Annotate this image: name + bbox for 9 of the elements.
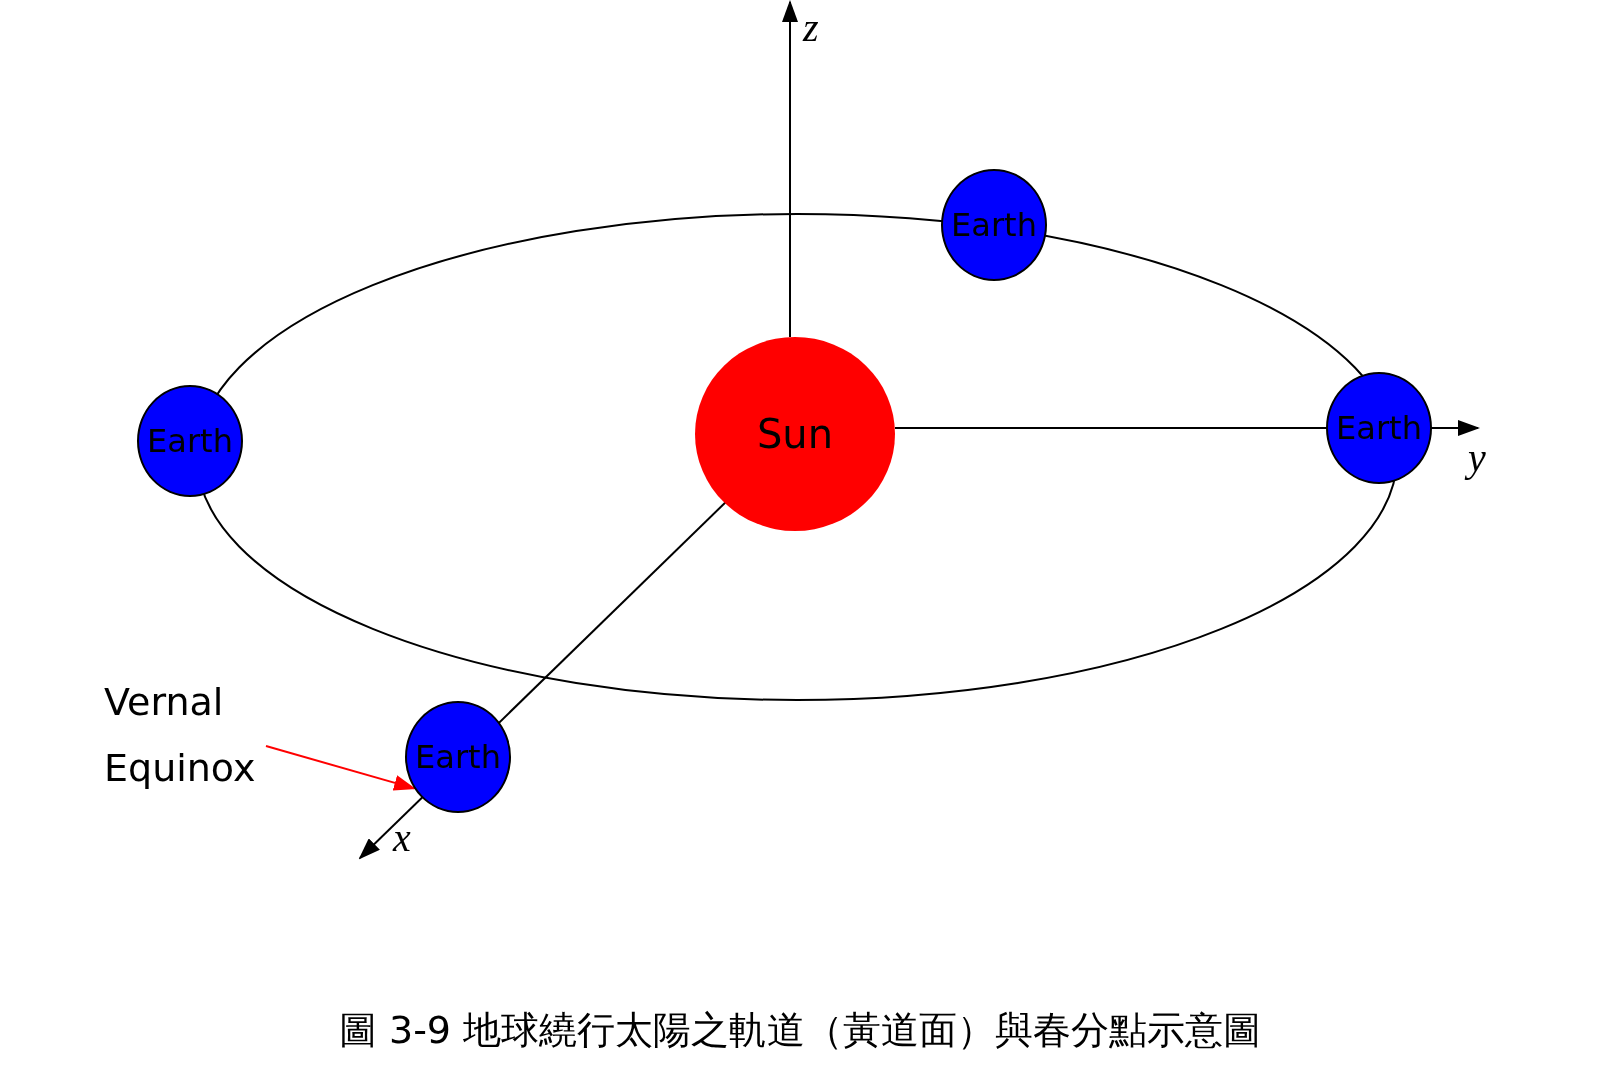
body-label: Earth (147, 422, 233, 460)
axis-label: x (393, 818, 411, 858)
callout-label: Vernal Equinox (104, 678, 257, 792)
figure-caption: 圖 3-9 地球繞行太陽之軌道（黃道面）與春分點示意圖 (338, 1008, 1262, 1052)
body-label: Earth (415, 738, 501, 776)
axis-label: z (803, 8, 819, 48)
body-label: Earth (951, 206, 1037, 244)
body-label: Sun (756, 411, 834, 457)
body-label: Earth (1336, 409, 1422, 447)
